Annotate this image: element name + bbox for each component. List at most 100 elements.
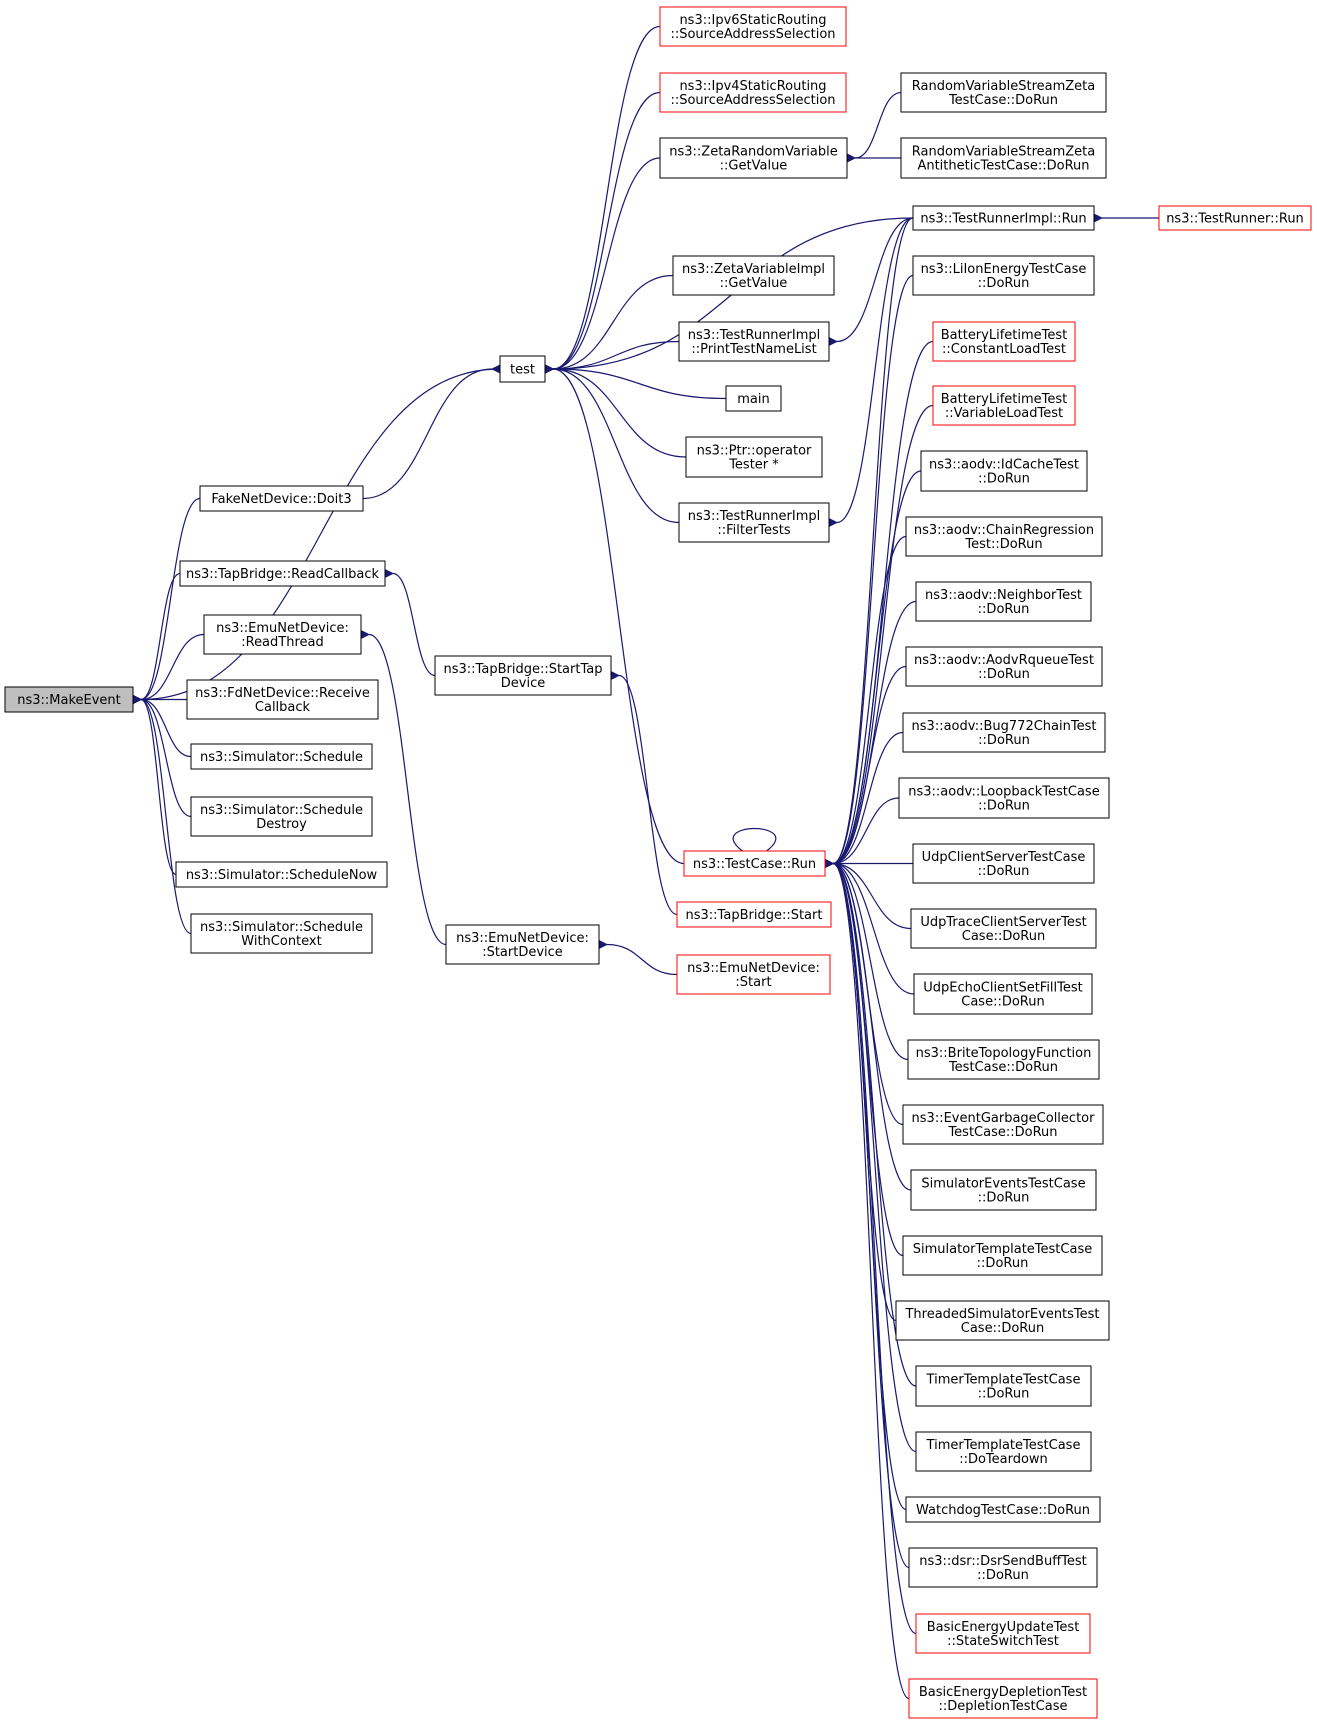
node-label-line: ::DoRun bbox=[978, 667, 1030, 682]
node-sim-template[interactable]: SimulatorTemplateTestCase::DoRun bbox=[902, 1235, 1103, 1276]
node-label-line: ns3::Simulator::Schedule bbox=[200, 803, 363, 818]
node-liion[interactable]: ns3::LiIonEnergyTestCase::DoRun bbox=[912, 255, 1095, 296]
node-watchdog[interactable]: WatchdogTestCase::DoRun bbox=[905, 1496, 1101, 1523]
call-edge-emu-startdevice-to-emu-start bbox=[597, 939, 678, 976]
node-aodv-rqueue[interactable]: ns3::aodv::AodvRqueueTest::DoRun bbox=[905, 646, 1103, 687]
node-label-line: ::SourceAddressSelection bbox=[670, 93, 835, 108]
call-edge-make-event-to-emu-readthread bbox=[131, 633, 205, 705]
node-sim-schedule[interactable]: ns3::Simulator::Schedule bbox=[190, 743, 373, 770]
node-label-line: AntitheticTestCase::DoRun bbox=[917, 159, 1089, 174]
node-label-line: ns3::aodv::ChainRegression bbox=[914, 523, 1094, 538]
node-aodv-bug772[interactable]: ns3::aodv::Bug772ChainTest::DoRun bbox=[902, 712, 1106, 753]
node-zeta-rv-getvalue[interactable]: ns3::ZetaRandomVariable::GetValue bbox=[659, 137, 848, 179]
node-label-line: ns3::aodv::IdCacheTest bbox=[929, 458, 1079, 473]
node-battery-var[interactable]: BatteryLifetimeTest::VariableLoadTest bbox=[932, 385, 1076, 426]
node-rvs-zeta-anti[interactable]: RandomVariableStreamZetaAntitheticTestCa… bbox=[900, 137, 1107, 179]
node-label-line: ns3::Simulator::Schedule bbox=[200, 750, 363, 765]
node-label-line: ns3::aodv::Bug772ChainTest bbox=[912, 719, 1097, 734]
node-emu-startdevice[interactable]: ns3::EmuNetDevice::StartDevice bbox=[445, 924, 600, 965]
node-sim-schedule-now[interactable]: ns3::Simulator::ScheduleNow bbox=[175, 861, 388, 888]
call-edge-testcase-run-to-aodv-chain bbox=[823, 535, 907, 869]
node-main[interactable]: main bbox=[725, 385, 782, 412]
node-sim-events[interactable]: SimulatorEventsTestCase::DoRun bbox=[910, 1169, 1097, 1211]
node-brite[interactable]: ns3::BriteTopologyFunctionTestCase::DoRu… bbox=[907, 1039, 1100, 1080]
node-label-line: ::ConstantLoadTest bbox=[942, 342, 1066, 357]
node-label-line: BatteryLifetimeTest bbox=[941, 328, 1068, 343]
node-box bbox=[915, 1365, 1092, 1407]
node-test[interactable]: test bbox=[499, 355, 546, 383]
node-box bbox=[190, 743, 373, 770]
node-box bbox=[910, 908, 1097, 949]
call-edge-testcase-run-to-dsr-sendbuff bbox=[823, 857, 910, 1569]
node-label-line: ns3::Simulator::Schedule bbox=[200, 920, 363, 935]
node-aodv-loopback[interactable]: ns3::aodv::LoopbackTestCase::DoRun bbox=[898, 777, 1110, 819]
node-label-line: :ReadThread bbox=[241, 635, 324, 650]
node-box bbox=[659, 137, 848, 179]
node-label-line: ::StateSwitchTest bbox=[947, 1634, 1059, 1649]
node-box bbox=[898, 777, 1110, 819]
node-box bbox=[199, 485, 364, 512]
call-edge-test-to-zeta-impl-getvalue bbox=[543, 274, 674, 375]
call-edge-testcase-run-to-brite bbox=[823, 858, 909, 1061]
node-box bbox=[905, 516, 1103, 557]
node-box bbox=[685, 436, 823, 478]
node-label-line: BasicEnergyUpdateTest bbox=[927, 1620, 1080, 1635]
node-emu-start[interactable]: ns3::EmuNetDevice::Start bbox=[676, 954, 831, 995]
node-tap-readcallback[interactable]: ns3::TapBridge::ReadCallback bbox=[179, 560, 386, 587]
node-label-line: ::DoTeardown bbox=[959, 1452, 1048, 1467]
node-label-line: TimerTemplateTestCase bbox=[926, 1438, 1081, 1453]
node-label-line: ns3::Ptr::operator bbox=[697, 444, 812, 459]
node-box bbox=[902, 1104, 1104, 1145]
node-trimpl-filter[interactable]: ns3::TestRunnerImpl::FilterTests bbox=[678, 502, 830, 543]
node-testrunner-run[interactable]: ns3::TestRunner::Run bbox=[1158, 205, 1312, 231]
node-trimpl-run[interactable]: ns3::TestRunnerImpl::Run bbox=[912, 205, 1095, 231]
node-ipv4-sas[interactable]: ns3::Ipv4StaticRouting::SourceAddressSel… bbox=[659, 72, 847, 113]
node-zeta-impl-getvalue[interactable]: ns3::ZetaVariableImpl::GetValue bbox=[672, 255, 835, 296]
node-dsr-sendbuff[interactable]: ns3::dsr::DsrSendBuffTest::DoRun bbox=[908, 1547, 1098, 1588]
node-label-line: SimulatorEventsTestCase bbox=[921, 1177, 1085, 1192]
node-basic-update[interactable]: BasicEnergyUpdateTest::StateSwitchTest bbox=[915, 1613, 1091, 1654]
node-box bbox=[905, 646, 1103, 687]
call-edge-testcase-run-to-liion bbox=[823, 274, 914, 870]
node-label-line: TestCase::DoRun bbox=[947, 1125, 1057, 1140]
node-testcase-run[interactable]: ns3::TestCase::Run bbox=[683, 850, 826, 877]
node-aodv-idcache[interactable]: ns3::aodv::IdCacheTest::DoRun bbox=[920, 450, 1088, 492]
node-label-line: ::DoRun bbox=[978, 1387, 1030, 1402]
node-tap-start[interactable]: ns3::TapBridge::Start bbox=[676, 901, 832, 928]
node-label-line: ::DoRun bbox=[978, 799, 1030, 814]
node-box bbox=[683, 850, 826, 877]
node-timer-dorun[interactable]: TimerTemplateTestCase::DoRun bbox=[915, 1365, 1092, 1407]
node-box bbox=[190, 796, 373, 837]
node-label-line: BasicEnergyDepletionTest bbox=[919, 1685, 1087, 1700]
node-label-line: TestCase::DoRun bbox=[948, 1060, 1058, 1075]
node-layer: ns3::MakeEventFakeNetDevice::Doit3ns3::T… bbox=[4, 6, 1312, 1719]
node-box bbox=[175, 861, 388, 888]
node-battery-const[interactable]: BatteryLifetimeTest::ConstantLoadTest bbox=[932, 321, 1076, 362]
node-label-line: Device bbox=[501, 676, 545, 691]
node-event-gc[interactable]: ns3::EventGarbageCollectorTestCase::DoRu… bbox=[902, 1104, 1104, 1145]
node-timer-teardown[interactable]: TimerTemplateTestCase::DoTeardown bbox=[915, 1431, 1092, 1472]
node-basic-depletion[interactable]: BasicEnergyDepletionTest::DepletionTestC… bbox=[908, 1678, 1098, 1719]
node-udp-cs[interactable]: UdpClientServerTestCase::DoRun bbox=[912, 843, 1095, 884]
node-label-line: ns3::Ipv6StaticRouting bbox=[679, 13, 826, 28]
node-make-event[interactable]: ns3::MakeEvent bbox=[4, 686, 134, 713]
node-box bbox=[915, 581, 1092, 622]
call-edge-make-event-to-sim-schedule-now bbox=[131, 694, 177, 876]
node-emu-readthread[interactable]: ns3::EmuNetDevice::ReadThread bbox=[203, 614, 362, 655]
node-ipv6-sas[interactable]: ns3::Ipv6StaticRouting::SourceAddressSel… bbox=[659, 6, 847, 47]
node-trimpl-print[interactable]: ns3::TestRunnerImpl::PrintTestNameList bbox=[678, 321, 830, 362]
node-box bbox=[434, 655, 612, 696]
node-fake-doit3[interactable]: FakeNetDevice::Doit3 bbox=[199, 485, 364, 512]
node-aodv-neighbor[interactable]: ns3::aodv::NeighborTest::DoRun bbox=[915, 581, 1092, 622]
node-label-line: ::DoRun bbox=[978, 1191, 1030, 1206]
